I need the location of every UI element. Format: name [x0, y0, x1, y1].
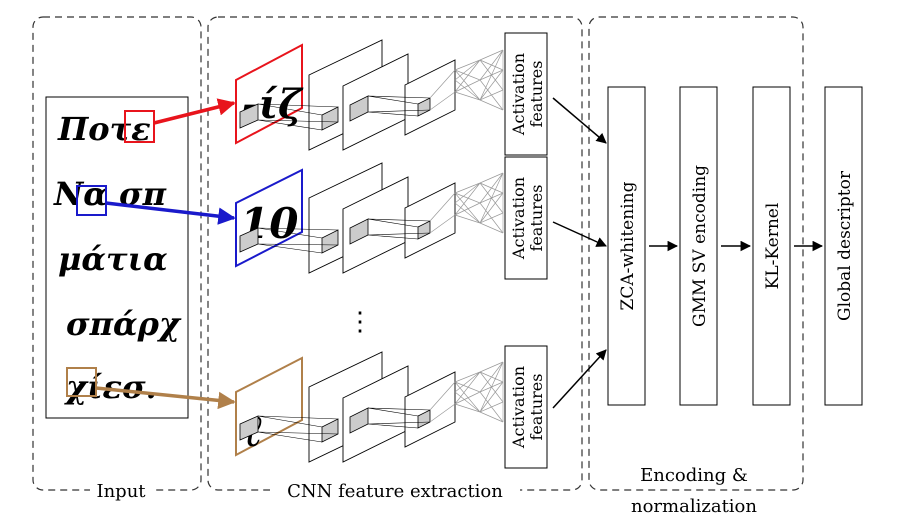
- patch-box-brown: [66, 367, 97, 397]
- cnn-row-2: 10 Activation features: [235, 156, 548, 280]
- arrow-activation-3-to-zca: [552, 349, 607, 409]
- patch-box-blue: [76, 185, 107, 216]
- zca-whitening-label: ZCA-whitening: [618, 181, 638, 310]
- activation-box-3-line2: features: [527, 374, 546, 441]
- activation-box-2: [504, 156, 548, 280]
- handwriting-line-5: χίεσ.: [64, 368, 157, 406]
- gmm-sv-encoding-box: [679, 86, 718, 406]
- arrow-brown: [95, 386, 236, 410]
- activation-box-3: [504, 345, 548, 469]
- encoding-section-label-line1: Encoding &: [640, 465, 748, 486]
- arrow-blue: [105, 201, 236, 225]
- gmm-sv-encoding-label: GMM SV encoding: [690, 165, 710, 327]
- cnn-row-3: ℓ Activation features: [235, 345, 548, 469]
- input-group-box: [32, 16, 202, 491]
- activation-box-3-line1: Activation: [509, 366, 528, 449]
- ellipsis: ⋮: [347, 307, 373, 337]
- encoding-section-label-line2: normalization: [631, 496, 757, 517]
- handwriting-line-4: σπάρχ: [66, 305, 182, 343]
- activation-box-2-line2: features: [527, 185, 546, 252]
- encoding-group-box: [588, 16, 804, 491]
- arrow-activation-1-to-zca: [552, 97, 607, 144]
- zca-whitening-box: [607, 86, 646, 406]
- kl-kernel-box: [752, 86, 791, 406]
- arrow-red: [153, 98, 236, 125]
- cnn-group-box: [207, 16, 583, 491]
- activation-box-1-line1: Activation: [509, 53, 528, 136]
- document-image: [45, 96, 189, 419]
- global-descriptor-box: [824, 86, 863, 406]
- global-descriptor-label: Global descriptor: [835, 170, 855, 321]
- cnn-row-1: -ίζ Activation features: [235, 32, 548, 156]
- kl-kernel-label: KL-Kernel: [763, 203, 783, 290]
- handwriting-line-3: μάτια: [58, 240, 168, 278]
- activation-box-1-line2: features: [527, 61, 546, 128]
- cnn-section-label: CNN feature extraction: [287, 481, 503, 502]
- activation-box-2-line1: Activation: [509, 177, 528, 260]
- activation-box-1: [504, 32, 548, 156]
- patch-box-red: [124, 110, 155, 143]
- arrow-activation-2-to-zca: [552, 221, 607, 247]
- input-section-label: Input: [96, 481, 146, 502]
